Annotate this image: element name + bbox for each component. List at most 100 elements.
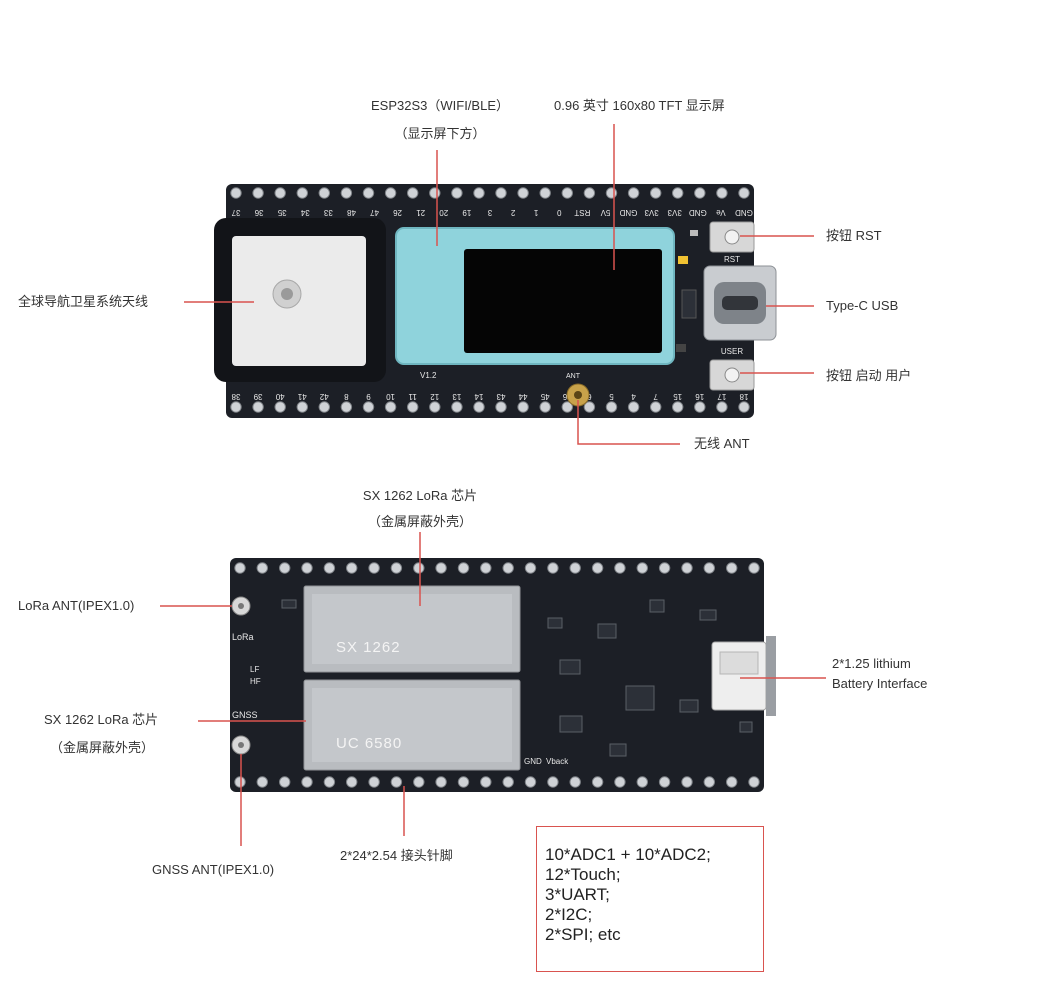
header-pin <box>726 562 738 574</box>
silk-lora: LoRa <box>232 632 254 642</box>
header-pin <box>672 401 684 413</box>
header-pin <box>681 776 693 788</box>
header-pin <box>252 401 264 413</box>
silk-rst: RST <box>724 255 740 264</box>
silk-vback: Vback <box>546 757 569 766</box>
pin-label: 2 <box>510 208 515 217</box>
header-pin <box>583 187 596 199</box>
silk-user: USER <box>721 347 743 356</box>
header-pin <box>569 562 581 574</box>
header-pin <box>681 562 693 574</box>
header-pin <box>539 187 551 199</box>
pin-label: 38 <box>231 392 240 401</box>
header-pin <box>627 187 640 199</box>
pin-label: 0 <box>557 208 562 217</box>
pin-label: 14 <box>474 392 483 401</box>
header-pin <box>547 776 559 788</box>
header-pin <box>748 776 760 788</box>
pin-label: 35 <box>277 208 286 217</box>
header-pin <box>340 187 353 199</box>
header-pin <box>413 776 425 788</box>
pin-label: 4 <box>631 392 636 401</box>
header-pin <box>658 562 671 574</box>
user-button-label: 按钮 启动 用户 <box>826 368 912 383</box>
header-pin <box>636 776 648 788</box>
usb-c-port <box>703 265 777 341</box>
header-pin <box>413 562 425 574</box>
header-pin <box>451 401 463 413</box>
pin-label: 1 <box>533 208 538 217</box>
usb-label: Type-C USB <box>826 298 899 313</box>
battery-connector <box>711 636 776 716</box>
header-pin <box>390 776 403 788</box>
pin-label: 33 <box>323 208 332 217</box>
pin-label: 18 <box>739 392 748 401</box>
pin-label: 17 <box>717 392 726 401</box>
pin-label: GND <box>735 208 753 217</box>
header-pin <box>384 401 397 413</box>
battery-label-line1: 2*1.25 lithium <box>832 656 911 671</box>
bottom-header-row-lower <box>234 776 760 788</box>
header-pin <box>650 401 662 413</box>
header-pin <box>435 562 447 574</box>
header-pin <box>346 562 358 574</box>
pin-label: RST <box>574 208 590 217</box>
pin-label: 3V3 <box>667 208 682 217</box>
pin-label: 44 <box>518 392 527 401</box>
pin-label: 5V <box>600 208 610 217</box>
header-pin <box>569 776 581 788</box>
display-label: 0.96 英寸 160x80 TFT 显示屏 <box>554 98 725 113</box>
header-pin <box>502 562 514 574</box>
top-header-row-lower <box>230 401 750 413</box>
lora-ant-label: LoRa ANT(IPEX1.0) <box>18 598 135 613</box>
header-label: 2*24*2.54 接头针脚 <box>340 848 453 863</box>
pin-label: 42 <box>319 392 328 401</box>
gnss-antenna-label: 全球导航卫星系统天线 <box>18 294 149 309</box>
user-button-graphic: USER <box>709 347 755 391</box>
header-pin <box>407 401 419 413</box>
header-pin <box>301 776 313 788</box>
shield1-text: SX 1262 <box>336 639 401 656</box>
header-pin <box>703 776 715 788</box>
pin-label: 12 <box>430 392 439 401</box>
top-leader-lines <box>184 124 814 445</box>
specs-box: 10*ADC1 + 10*ADC2; 12*Touch; 3*UART; 2*I… <box>536 826 764 972</box>
pin-label: 48 <box>347 208 356 217</box>
silk-hf: HF <box>250 677 261 686</box>
pin-label: 13 <box>452 392 461 401</box>
sx1262-shield: SX 1262 <box>303 585 521 673</box>
header-pin <box>524 562 537 574</box>
lora-chip-label-line2: （金属屏蔽外壳） <box>367 514 472 529</box>
header-pin <box>368 776 380 788</box>
header-pin <box>547 562 559 574</box>
pin-label: 43 <box>496 392 505 401</box>
header-pin <box>694 187 706 199</box>
header-pin <box>524 776 537 788</box>
header-pin <box>716 187 728 199</box>
header-pin <box>256 776 268 788</box>
pin-label: 7 <box>653 392 658 401</box>
header-pin <box>726 776 738 788</box>
header-pin <box>429 401 441 413</box>
header-pin <box>252 187 264 199</box>
spec-line: 2*SPI; etc <box>545 925 621 944</box>
header-pin <box>301 562 313 574</box>
header-pin <box>561 401 573 413</box>
header-pin <box>230 401 242 413</box>
pin-label: 3V3 <box>644 208 659 217</box>
shield2-text: UC 6580 <box>336 735 402 752</box>
pin-label: 15 <box>673 392 682 401</box>
lora-ipex-connector: LoRa <box>231 596 254 642</box>
pin-label: 20 <box>439 208 448 217</box>
header-pin <box>318 187 330 199</box>
pin-label: 39 <box>253 392 262 401</box>
header-pin <box>502 776 514 788</box>
header-pin <box>230 187 242 199</box>
pin-label: 3 <box>487 208 492 217</box>
pin-label: 21 <box>416 208 425 217</box>
wifi-ant-label: 无线 ANT <box>694 436 750 451</box>
header-pin <box>457 776 470 788</box>
pin-label: 26 <box>393 208 402 217</box>
header-pin <box>480 776 492 788</box>
